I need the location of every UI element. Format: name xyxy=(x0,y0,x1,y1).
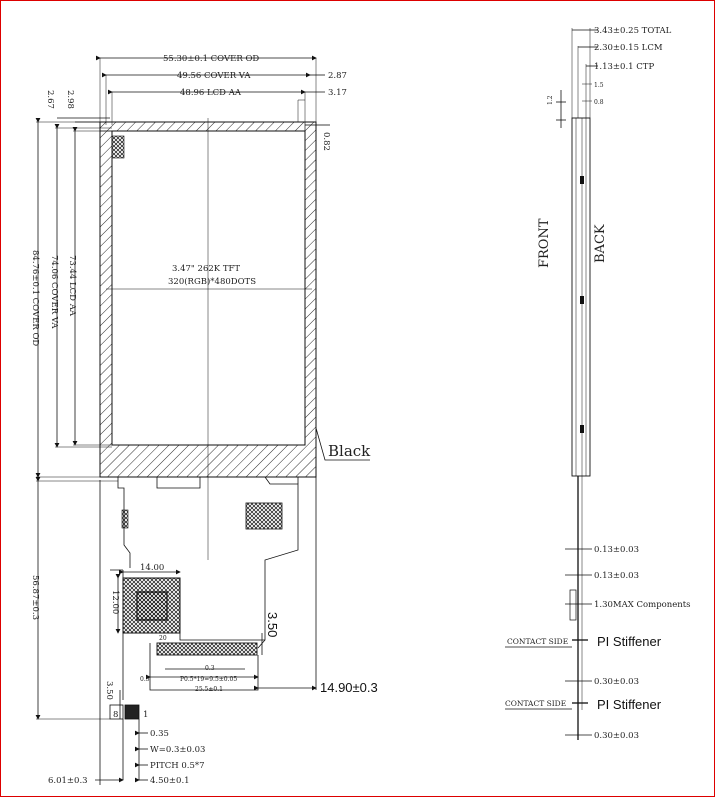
dim-components: 1.30MAX Components xyxy=(594,600,691,610)
dim-ctp: 1.13±0.1 CTP xyxy=(594,62,654,72)
stiffener-2: PI Stiffener xyxy=(597,697,662,712)
contact-side-1: CONTACT SIDE xyxy=(507,637,568,646)
dim-connector-height: 3.50 xyxy=(265,612,280,637)
stiffener-1: PI Stiffener xyxy=(597,634,662,649)
dim-fpc-length: 56.87±0.3 xyxy=(30,575,40,620)
front-view-labels: 55.30±0.1 COVER OD 49.56 COVER VA 48.96 … xyxy=(30,54,378,786)
panel-resolution: 320(RGB)*480DOTS xyxy=(168,276,256,287)
panel-title: 3.47" 262K TFT xyxy=(172,264,240,274)
dim-601: 6.01±0.3 xyxy=(48,776,88,786)
dim-cover-va-width: 49.56 COVER VA xyxy=(177,71,251,81)
dim-12: 1.2 xyxy=(547,95,554,105)
black-label: Black xyxy=(328,442,371,460)
dim-cover-od-height: 84.76±0.1 COVER OD xyxy=(30,250,40,346)
dim-013a: 0.13±0.03 xyxy=(594,545,639,555)
dim-035: 0.35 xyxy=(150,729,169,739)
dim-lcm: 2.30±0.15 LCM xyxy=(594,43,663,53)
tail-pad xyxy=(124,704,140,720)
lcd-active-area xyxy=(111,130,306,446)
dim-pad-width: 14.00 xyxy=(140,563,164,573)
component-patch xyxy=(245,502,283,530)
dim-03: 0.3 xyxy=(205,665,215,672)
side-view xyxy=(505,28,598,740)
dim-287: 2.87 xyxy=(328,71,347,81)
dim-pad-height: 12.00 xyxy=(110,590,120,614)
dim-cover-od-width: 55.30±0.1 COVER OD xyxy=(163,54,259,64)
dim-267: 2.67 xyxy=(45,90,55,109)
pin-8-label: 8 xyxy=(113,710,118,720)
dim-tail-width: W=0.3±0.03 xyxy=(150,745,205,755)
dim-317: 3.17 xyxy=(328,88,347,98)
dim-1490: 14.90±0.3 xyxy=(320,680,378,695)
dim-lcd-aa-width: 48.96 LCD AA xyxy=(180,88,242,98)
dim-15: 1.5 xyxy=(594,82,604,89)
side-view-labels: 3.43±0.25 TOTAL 2.30±0.15 LCM 1.13±0.1 C… xyxy=(505,26,691,741)
back-label: BACK xyxy=(593,224,608,263)
front-label: FRONT xyxy=(537,218,552,268)
dim-connector-total: 25.5±0.1 xyxy=(195,686,223,693)
dim-298: 2.98 xyxy=(65,90,75,109)
dim-cover-va-height: 74.06 COVER VA xyxy=(49,255,59,329)
dim-lcd-aa-height: 73.44 LCD AA xyxy=(67,255,77,317)
dim-20: 20 xyxy=(159,635,167,642)
dim-013b: 0.13±0.03 xyxy=(594,571,639,581)
dim-030a: 0.30±0.03 xyxy=(594,677,639,687)
dim-05: 0.5 xyxy=(140,676,150,683)
dim-030b: 0.30±0.03 xyxy=(594,731,639,741)
pin-1-label: 1 xyxy=(143,710,148,720)
dim-08: 0.8 xyxy=(594,99,604,106)
contact-side-2: CONTACT SIDE xyxy=(505,699,566,708)
dim-tail-pitch: PITCH 0.5*7 xyxy=(150,761,205,771)
dim-total: 3.43±0.25 TOTAL xyxy=(594,26,672,36)
dim-082: 0.82 xyxy=(321,132,331,151)
connector-pins xyxy=(156,642,258,656)
dim-350: 3.50 xyxy=(104,681,114,700)
front-view xyxy=(35,55,370,785)
dim-450: 4.50±0.1 xyxy=(150,776,190,786)
dim-connector-pitch: P0.5*19=9.5±0.05 xyxy=(180,676,237,683)
